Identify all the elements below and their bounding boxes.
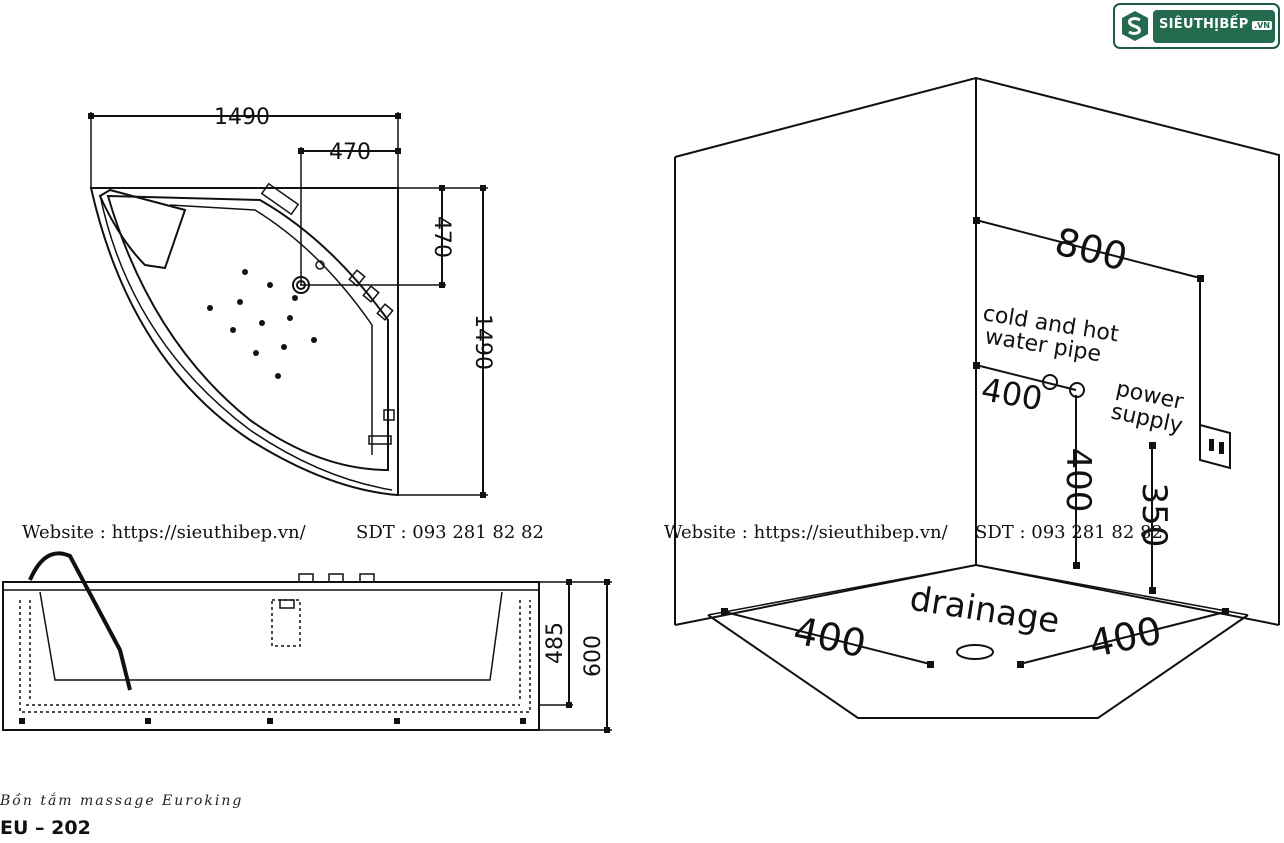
drain-right-dimension: 400 [1085, 608, 1165, 666]
watermark-phone-left: SDT : 093 281 82 82 [356, 522, 544, 543]
side-inner-height-dimension: 485 [543, 622, 568, 664]
drainage-label: drainage [907, 579, 1062, 642]
drain-left-dimension: 400 [790, 608, 870, 666]
watermark-website-left: Website : https://sieuthibep.vn/ [22, 522, 306, 543]
pipe-height-dimension: 400 [1058, 448, 1098, 513]
pipe-offset-dimension: 400 [979, 370, 1046, 418]
room-view [674, 76, 1280, 719]
top-depth-dimension: 1490 [470, 314, 495, 370]
product-subtitle: Bồn tắm massage Euroking [0, 793, 244, 809]
power-height-dimension: 350 [1134, 483, 1174, 548]
logo-suffix: .VN [1252, 21, 1272, 30]
side-total-height-dimension: 600 [581, 635, 606, 677]
brand-logo: SIÊUTHỊBẾP .VN [1113, 3, 1280, 49]
top-width-dimension: 1490 [214, 105, 270, 130]
product-code: EU – 202 [0, 817, 91, 839]
watermark-phone-right: SDT : 093 281 82 82 [975, 522, 1163, 543]
top-offset-y-dimension: 470 [429, 216, 454, 258]
jet-dots [207, 269, 317, 379]
watermark-website-right: Website : https://sieuthibep.vn/ [664, 522, 948, 543]
top-offset-x-dimension: 470 [329, 140, 371, 165]
top-view [89, 112, 488, 497]
logo-text: SIÊUTHỊBẾP [1159, 17, 1249, 32]
side-view [2, 551, 612, 731]
logo-s-icon [1122, 11, 1148, 41]
power-offset-dimension: 800 [1051, 219, 1132, 279]
